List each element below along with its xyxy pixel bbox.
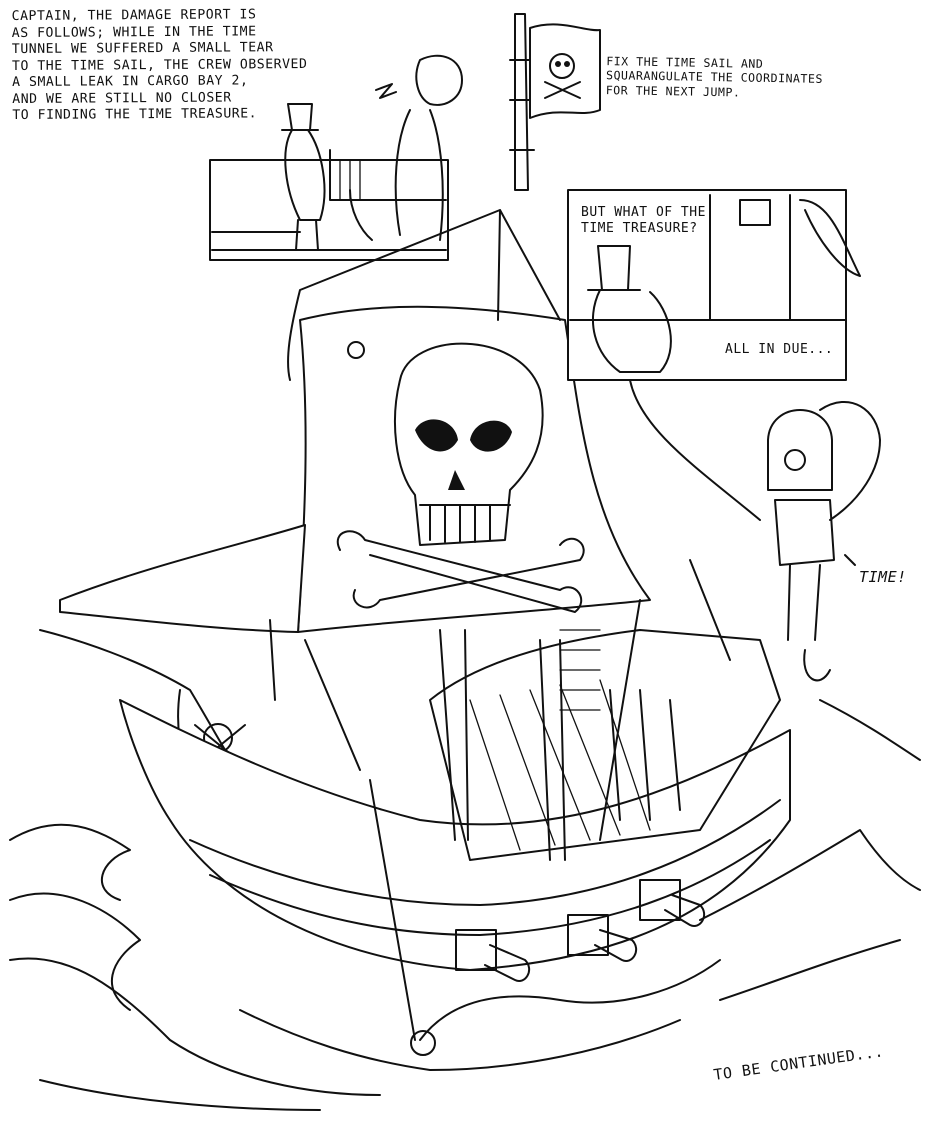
ocean-waves [9, 699, 921, 1111]
narration-line: AND WE ARE STILL NO CLOSER [12, 89, 232, 107]
narration-line: TUNNEL WE SUFFERED A SMALL TEAR [11, 40, 274, 58]
first-mate-speech-line: TIME TREASURE? [581, 221, 698, 237]
narration-line: CAPTAIN, THE DAMAGE REPORT IS [11, 7, 257, 25]
inset-panel-treasure [567, 189, 861, 381]
ship-hull [119, 629, 791, 982]
main-sail [297, 305, 651, 633]
captain-speech: FIX THE TIME SAIL AND SQUARANGULATE THE … [606, 54, 824, 101]
first-mate-speech: BUT WHAT OF THE TIME TREASURE? [581, 205, 706, 238]
swinging-crewman [629, 379, 881, 682]
narration-line: TO THE TIME SAIL, THE CREW OBSERVED [11, 56, 308, 74]
narration-line: AS FOLLOWS; WHILE IN THE TIME [11, 23, 257, 41]
upper-rigging [287, 209, 561, 381]
crewman-shout: TIME! [859, 568, 907, 586]
top-mast-flag [509, 13, 601, 191]
narration-line: A SMALL LEAK IN CARGO BAY 2, [12, 73, 249, 91]
first-mate-speech-line: BUT WHAT OF THE [581, 205, 706, 220]
narration-caption: CAPTAIN, THE DAMAGE REPORT IS AS FOLLOWS… [12, 7, 308, 125]
inset-panel-deck [209, 54, 463, 261]
masts-and-rigging [269, 559, 731, 1041]
narration-line: TO FINDING THE TIME TREASURE. [12, 106, 258, 124]
captain-reply: ALL IN DUE... [725, 342, 834, 357]
